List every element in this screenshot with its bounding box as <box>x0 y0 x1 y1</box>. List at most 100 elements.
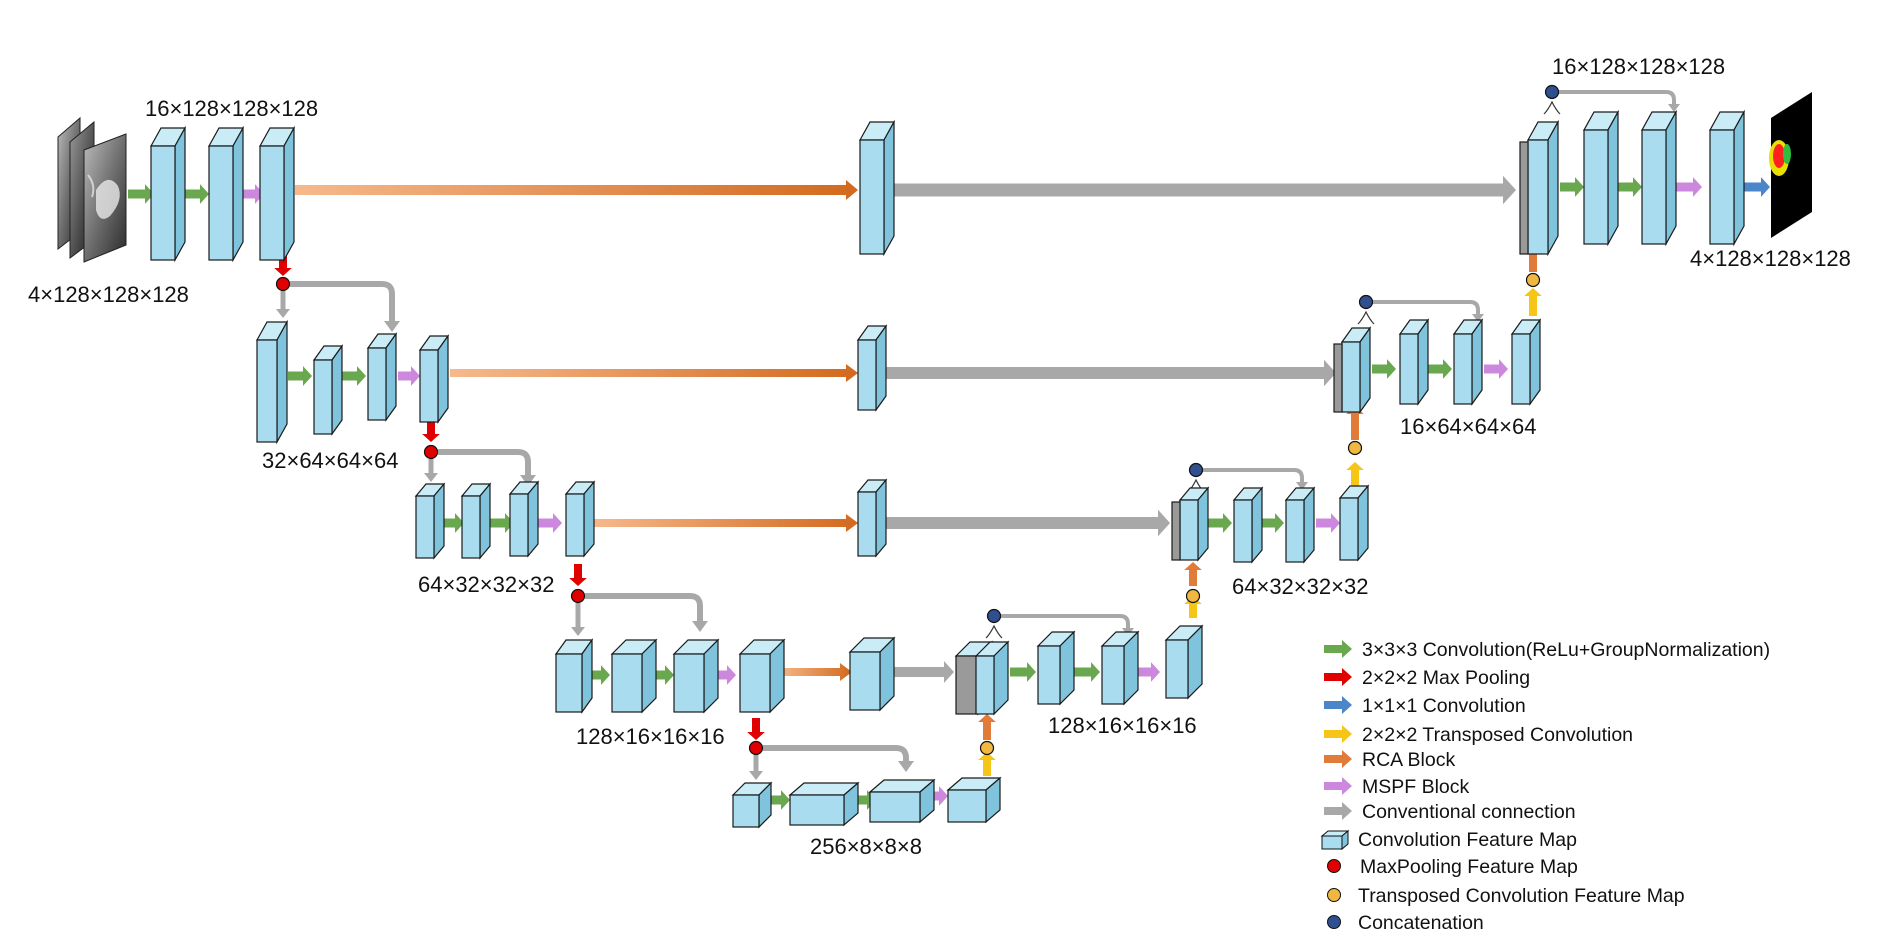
legend-concat-dot <box>1327 915 1341 929</box>
transposed-dot-level2 <box>1525 272 1541 288</box>
maxpool-dot-level3 <box>570 588 586 604</box>
concatenation-dot <box>1544 84 1560 100</box>
concatenation-dot <box>1188 462 1204 478</box>
rca-output-map-level1 <box>858 119 896 257</box>
mspf-arrow <box>1316 513 1340 533</box>
legend-maxpool-dot <box>1327 859 1341 873</box>
transposed-dot-level4 <box>1185 588 1201 604</box>
bottleneck-feature-map-2 <box>868 778 936 824</box>
rca-up-arrow-level4 <box>1184 562 1202 586</box>
enc1-feature-map-2 <box>207 125 245 263</box>
pool-down-level2 <box>424 459 438 482</box>
dec2-feature-map-1 <box>1398 318 1430 406</box>
conv1-output-arrow <box>1744 177 1770 197</box>
enc4-feature-map-3 <box>738 638 786 714</box>
enc1-feature-map-3 <box>258 125 296 263</box>
skip-connection-arrow-level3 <box>886 509 1170 537</box>
dec3-concat-map <box>1171 486 1210 562</box>
pool-connection-level3 <box>585 593 708 632</box>
legend-conv1-arrow <box>1324 696 1352 714</box>
pool-connection-level1 <box>290 281 400 332</box>
legend-rca-arrow <box>1324 750 1352 768</box>
legend-conv3-label: 3×3×3 Convolution(ReLu+GroupNormalizatio… <box>1362 639 1770 661</box>
rca-skip-arrow-level3 <box>592 514 858 532</box>
conv3-arrow <box>1010 662 1036 682</box>
conv3-arrow <box>1206 513 1232 533</box>
encoder-level2-size-label: 32×64×64×64 <box>262 448 398 473</box>
dec4-feature-map-2 <box>1100 630 1140 706</box>
conv3-arrow <box>288 366 312 386</box>
legend-conv1-label: 1×1×1 Convolution <box>1362 695 1526 717</box>
maxpool-arrow-level2 <box>422 422 440 442</box>
enc1-feature-map-1 <box>149 125 187 263</box>
mspf-arrow <box>926 786 948 806</box>
transposed-dot-level3 <box>1347 440 1363 456</box>
dec1-feature-map-1 <box>1582 109 1620 247</box>
enc2-pooled-map <box>255 319 289 445</box>
pool-down-level4 <box>749 755 763 780</box>
decoder-level3-size-label: 64×32×32×32 <box>1232 574 1368 599</box>
legend-conventional-label: Conventional connection <box>1362 801 1576 823</box>
enc3-feature-map-3 <box>564 480 596 558</box>
conv3-arrow <box>128 184 154 204</box>
decoder-level1-size-label: 16×128×128×128 <box>1552 54 1725 79</box>
mspf-arrow <box>242 184 264 204</box>
dec4-feature-map-1 <box>1036 630 1076 706</box>
mspf-arrow <box>1676 177 1702 197</box>
rca-output-map-level3 <box>856 478 888 558</box>
dec2-concat-map <box>1333 326 1372 414</box>
rca-up-arrow-level3 <box>1346 406 1364 440</box>
encoder-level4-size-label: 128×16×16×16 <box>576 724 725 749</box>
conv3-arrow <box>184 184 209 204</box>
pool-connection-level2 <box>438 449 536 486</box>
encoder-level1-size-label: 16×128×128×128 <box>145 96 318 121</box>
mspf-arrow <box>538 513 562 533</box>
dec1-concat-map <box>1519 119 1560 257</box>
legend-feature-map-label: Convolution Feature Map <box>1358 829 1577 851</box>
maxpool-arrow-level3 <box>569 564 587 586</box>
conv3-arrow <box>588 665 610 685</box>
input-size-label: 4×128×128×128 <box>28 282 189 307</box>
enc2-feature-map-1 <box>312 344 344 436</box>
legend-transposed-label: 2×2×2 Transposed Convolution <box>1362 724 1633 746</box>
output-size-label: 4×128×128×128 <box>1690 246 1851 271</box>
conv3-arrow <box>440 513 464 533</box>
legend-transposed-arrow <box>1324 725 1352 743</box>
feature-map-layer <box>149 109 1746 829</box>
maxpool-arrow-level1 <box>274 252 292 276</box>
legend-maxpool-arrow <box>1324 668 1352 686</box>
pool-connection-level4 <box>763 745 914 772</box>
dec1-feature-map-3 <box>1708 109 1746 247</box>
transposed-dot-bottleneck <box>979 740 995 756</box>
concat-connection-level2 <box>1357 300 1484 325</box>
legend-feature-map-icon <box>1320 829 1350 851</box>
output-segmentation-map <box>1769 92 1812 238</box>
enc2-feature-map-2 <box>366 332 398 422</box>
concat-connection-level1 <box>1543 90 1680 115</box>
transposed-arrow-level2 <box>1524 288 1542 316</box>
transposed-arrow-level3 <box>1346 462 1364 490</box>
skip-connection-arrow-level4 <box>890 661 954 683</box>
legend-conventional-arrow <box>1324 802 1352 820</box>
dec2-feature-map-2 <box>1452 318 1484 406</box>
rca-up-arrow-bottleneck <box>978 714 996 740</box>
enc3-pooled-map <box>414 482 446 560</box>
enc3-feature-map-1 <box>460 482 492 560</box>
legend: 3×3×3 Convolution(ReLu+GroupNormalizatio… <box>1320 639 1770 934</box>
conv3-arrow <box>1260 513 1284 533</box>
skip-connection-arrow-level2 <box>886 359 1336 387</box>
maxpool-dot-level2 <box>423 444 439 460</box>
rca-skip-arrow-level1 <box>295 180 858 200</box>
conv3-arrow <box>650 665 674 685</box>
dec1-feature-map-2 <box>1640 109 1678 247</box>
maxpool-arrow-level4 <box>747 718 765 740</box>
conv3-arrow <box>766 790 790 810</box>
bottleneck-feature-map-1 <box>788 781 860 827</box>
maxpool-dot-level1 <box>275 276 291 292</box>
mspf-arrow <box>712 665 736 685</box>
rca-output-map-level2 <box>856 324 888 412</box>
legend-rca-label: RCA Block <box>1362 749 1455 771</box>
arrow-layer <box>128 175 1770 810</box>
conv3-arrow <box>1372 359 1396 379</box>
